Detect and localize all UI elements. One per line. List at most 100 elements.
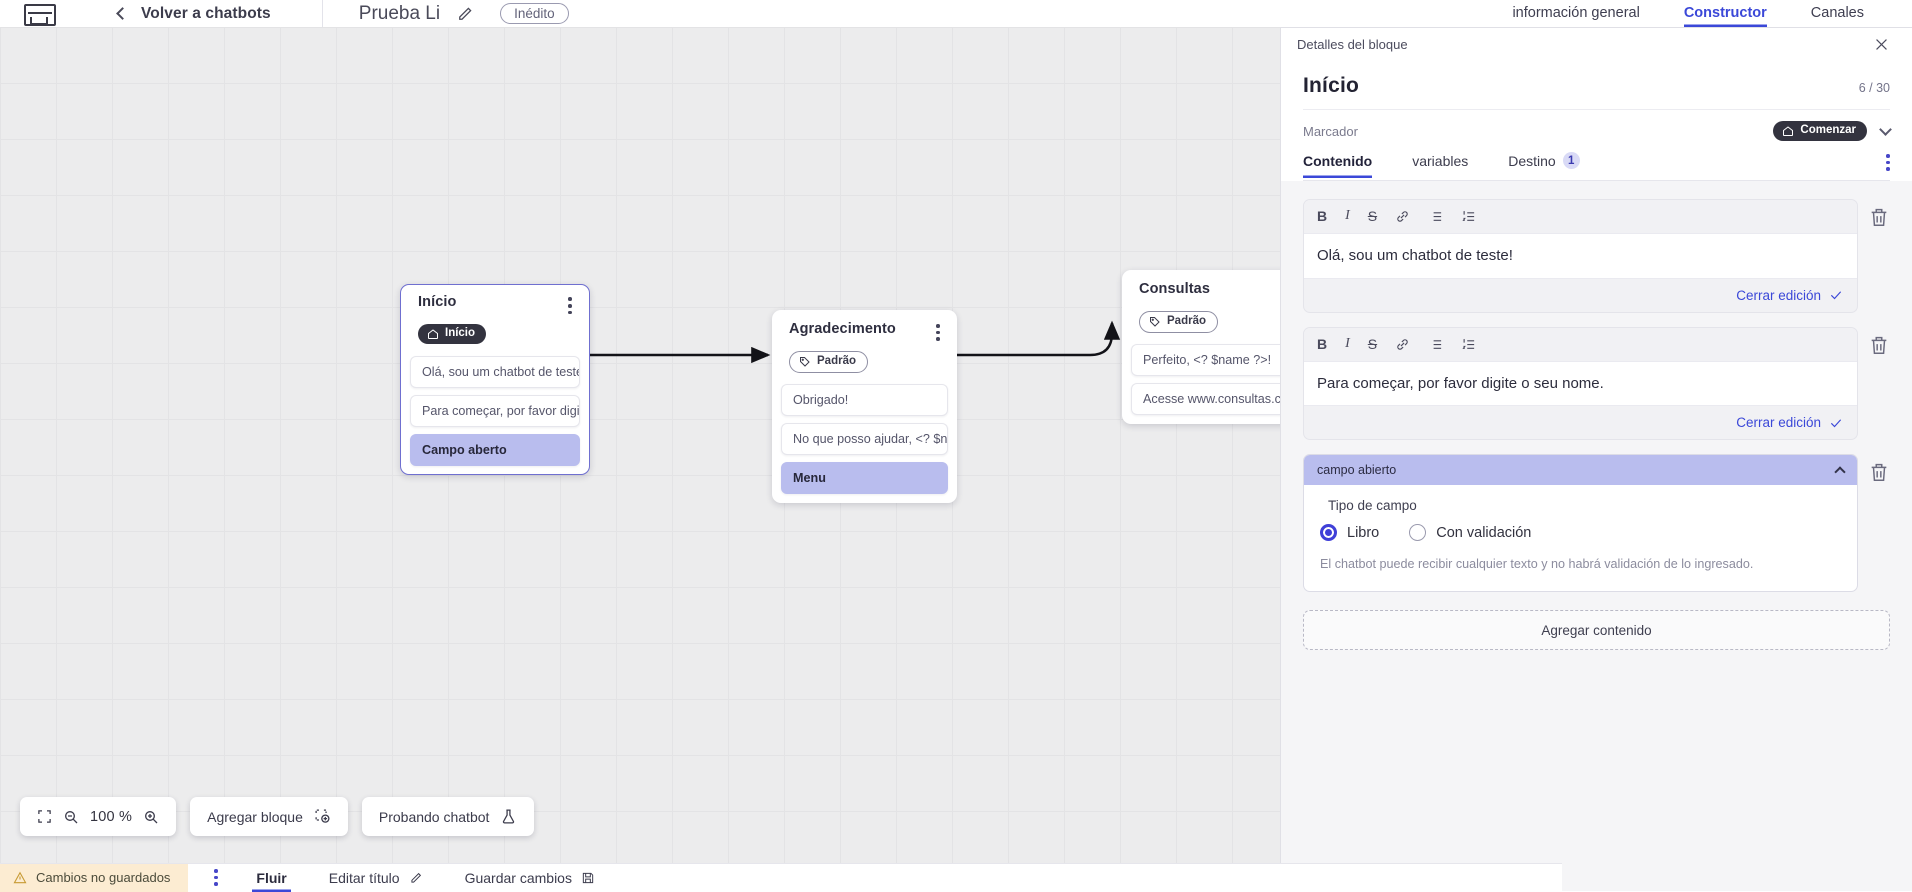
flow-node-agradecimento[interactable]: Agradecimento Padrão Obrigado! No que po… [772, 310, 957, 503]
bottom-more-menu-icon[interactable] [214, 869, 218, 886]
link-icon[interactable] [1395, 209, 1410, 224]
bottom-bar: Cambios no guardados Fluir Editar título… [0, 863, 1562, 891]
italic-icon[interactable]: I [1345, 209, 1350, 223]
node-item[interactable]: Acesse www.consultas.com par... [1131, 383, 1301, 415]
link-icon[interactable] [1395, 337, 1410, 352]
node-item[interactable]: Para começar, por favor digite o ... [410, 395, 580, 427]
node-header: Agradecimento [772, 321, 957, 341]
bottom-tab-guardar-cambios-label: Guardar cambios [465, 870, 572, 886]
field-block: campo abierto Tipo de campo Libro Con va… [1303, 454, 1890, 592]
delete-block-icon[interactable] [1868, 334, 1890, 356]
node-item[interactable]: Campo aberto [410, 434, 580, 466]
node-title: Início [418, 294, 568, 310]
campo-abierto-card[interactable]: campo abierto Tipo de campo Libro Con va… [1303, 454, 1858, 592]
editor-toolbar: B I S [1304, 200, 1857, 233]
edit-title-pencil-icon[interactable] [456, 5, 474, 23]
chevron-up-icon[interactable] [1834, 466, 1845, 477]
panel-more-menu-icon[interactable] [1886, 154, 1890, 171]
panel-content: B I S Olá, sou um chatbot de teste! Cerr… [1281, 181, 1912, 592]
tab-destino-label: Destino [1508, 153, 1555, 169]
marker-chevron-down-icon[interactable] [1879, 123, 1892, 136]
node-item[interactable]: Perfeito, <? $name ?>! [1131, 344, 1301, 376]
field-header[interactable]: campo abierto [1304, 455, 1857, 485]
strikethrough-icon[interactable]: S [1368, 337, 1377, 351]
bold-icon[interactable]: B [1317, 337, 1327, 351]
check-icon [1829, 416, 1843, 430]
node-menu-icon[interactable] [568, 297, 572, 314]
tab-informacion-general[interactable]: información general [1512, 5, 1639, 27]
tab-destino[interactable]: Destino 1 [1508, 152, 1579, 178]
delete-block-icon[interactable] [1868, 206, 1890, 228]
node-header: Início [401, 294, 589, 314]
node-title: Consultas [1139, 281, 1289, 297]
tab-constructor[interactable]: Constructor [1684, 5, 1767, 27]
numbered-list-icon[interactable] [1461, 337, 1476, 352]
panel-tabs: Contenido variables Destino 1 [1303, 151, 1890, 181]
close-icon[interactable] [1873, 36, 1890, 53]
bottom-tab-editar-titulo[interactable]: Editar título [325, 864, 427, 892]
node-tag-label: Início [445, 328, 475, 340]
top-tabs: información general Constructor Canales [1280, 0, 1912, 27]
flow-node-inicio[interactable]: Início Início Olá, sou um chatbot de tes… [400, 284, 590, 475]
panel-body: Início 6 / 30 Marcador Comenzar Contenid… [1281, 60, 1912, 181]
node-items: Olá, sou um chatbot de teste! Para começ… [401, 356, 589, 466]
rich-text-editor[interactable]: B I S Olá, sou um chatbot de teste! Cerr… [1303, 199, 1858, 313]
radio-libro[interactable] [1320, 524, 1337, 541]
tag-icon [1149, 316, 1161, 328]
add-block-button[interactable]: Agregar bloque [190, 797, 348, 836]
back-to-chatbots-link[interactable]: Volver a chatbots [141, 5, 271, 23]
add-block-label: Agregar bloque [207, 809, 303, 825]
node-item[interactable]: Menu [781, 462, 948, 494]
marker-value: Comenzar [1800, 125, 1856, 137]
bottom-tab-fluir-label: Fluir [256, 870, 286, 886]
header-divider [322, 0, 323, 27]
radio-con-validacion[interactable] [1409, 524, 1426, 541]
node-tag-label: Padrão [817, 356, 856, 368]
editor-text[interactable]: Para começar, por favor digite o seu nom… [1304, 361, 1857, 407]
close-edit-button[interactable]: Cerrar edición [1304, 279, 1857, 312]
block-title: Início [1303, 74, 1859, 98]
node-tag-label: Padrão [1167, 316, 1206, 328]
rich-text-editor[interactable]: B I S Para começar, por favor digite o s… [1303, 327, 1858, 441]
panel-header: Detalles del bloque [1281, 28, 1912, 60]
add-content-button[interactable]: Agregar contenido [1303, 610, 1890, 650]
node-item[interactable]: Olá, sou um chatbot de teste! [410, 356, 580, 388]
zoom-out-icon[interactable] [63, 809, 79, 825]
bottom-tab-guardar-cambios[interactable]: Guardar cambios [461, 864, 599, 892]
home-icon [427, 328, 439, 340]
fit-screen-icon[interactable] [37, 809, 52, 824]
editor-toolbar: B I S [1304, 328, 1857, 361]
bullet-list-icon[interactable] [1428, 209, 1443, 224]
node-item[interactable]: No que posso ajudar, <? $name ... [781, 423, 948, 455]
back-chevron-icon[interactable] [116, 7, 129, 20]
block-details-panel: Detalles del bloque Início 6 / 30 Marcad… [1280, 27, 1912, 891]
canvas-toolbar: 100 % Agregar bloque Probando chatbot [20, 797, 534, 836]
marker-row: Marcador Comenzar [1303, 110, 1890, 151]
home-icon [1782, 125, 1794, 137]
editor-text[interactable]: Olá, sou um chatbot de teste! [1304, 233, 1857, 279]
bottom-tab-editar-titulo-label: Editar título [329, 870, 400, 886]
tab-contenido-label: Contenido [1303, 153, 1372, 169]
delete-field-icon[interactable] [1868, 461, 1890, 483]
tab-canales[interactable]: Canales [1811, 5, 1864, 27]
italic-icon[interactable]: I [1345, 337, 1350, 351]
zoom-controls[interactable]: 100 % [20, 797, 176, 836]
pencil-icon [409, 871, 423, 885]
bullet-list-icon[interactable] [1428, 337, 1443, 352]
flask-icon [500, 808, 517, 825]
block-title-row: Início 6 / 30 [1303, 60, 1890, 110]
bottom-tab-fluir[interactable]: Fluir [252, 864, 290, 892]
marker-value-pill[interactable]: Comenzar [1773, 121, 1867, 141]
tab-variables[interactable]: variables [1412, 153, 1468, 178]
close-edit-button[interactable]: Cerrar edición [1304, 406, 1857, 439]
strikethrough-icon[interactable]: S [1368, 209, 1377, 223]
field-header-label: campo abierto [1317, 463, 1836, 477]
test-chatbot-button[interactable]: Probando chatbot [362, 797, 535, 836]
zoom-in-icon[interactable] [143, 809, 159, 825]
node-items: Obrigado! No que posso ajudar, <? $name … [772, 384, 957, 494]
tab-contenido[interactable]: Contenido [1303, 153, 1372, 178]
bold-icon[interactable]: B [1317, 209, 1327, 223]
node-menu-icon[interactable] [936, 324, 940, 341]
numbered-list-icon[interactable] [1461, 209, 1476, 224]
node-item[interactable]: Obrigado! [781, 384, 948, 416]
